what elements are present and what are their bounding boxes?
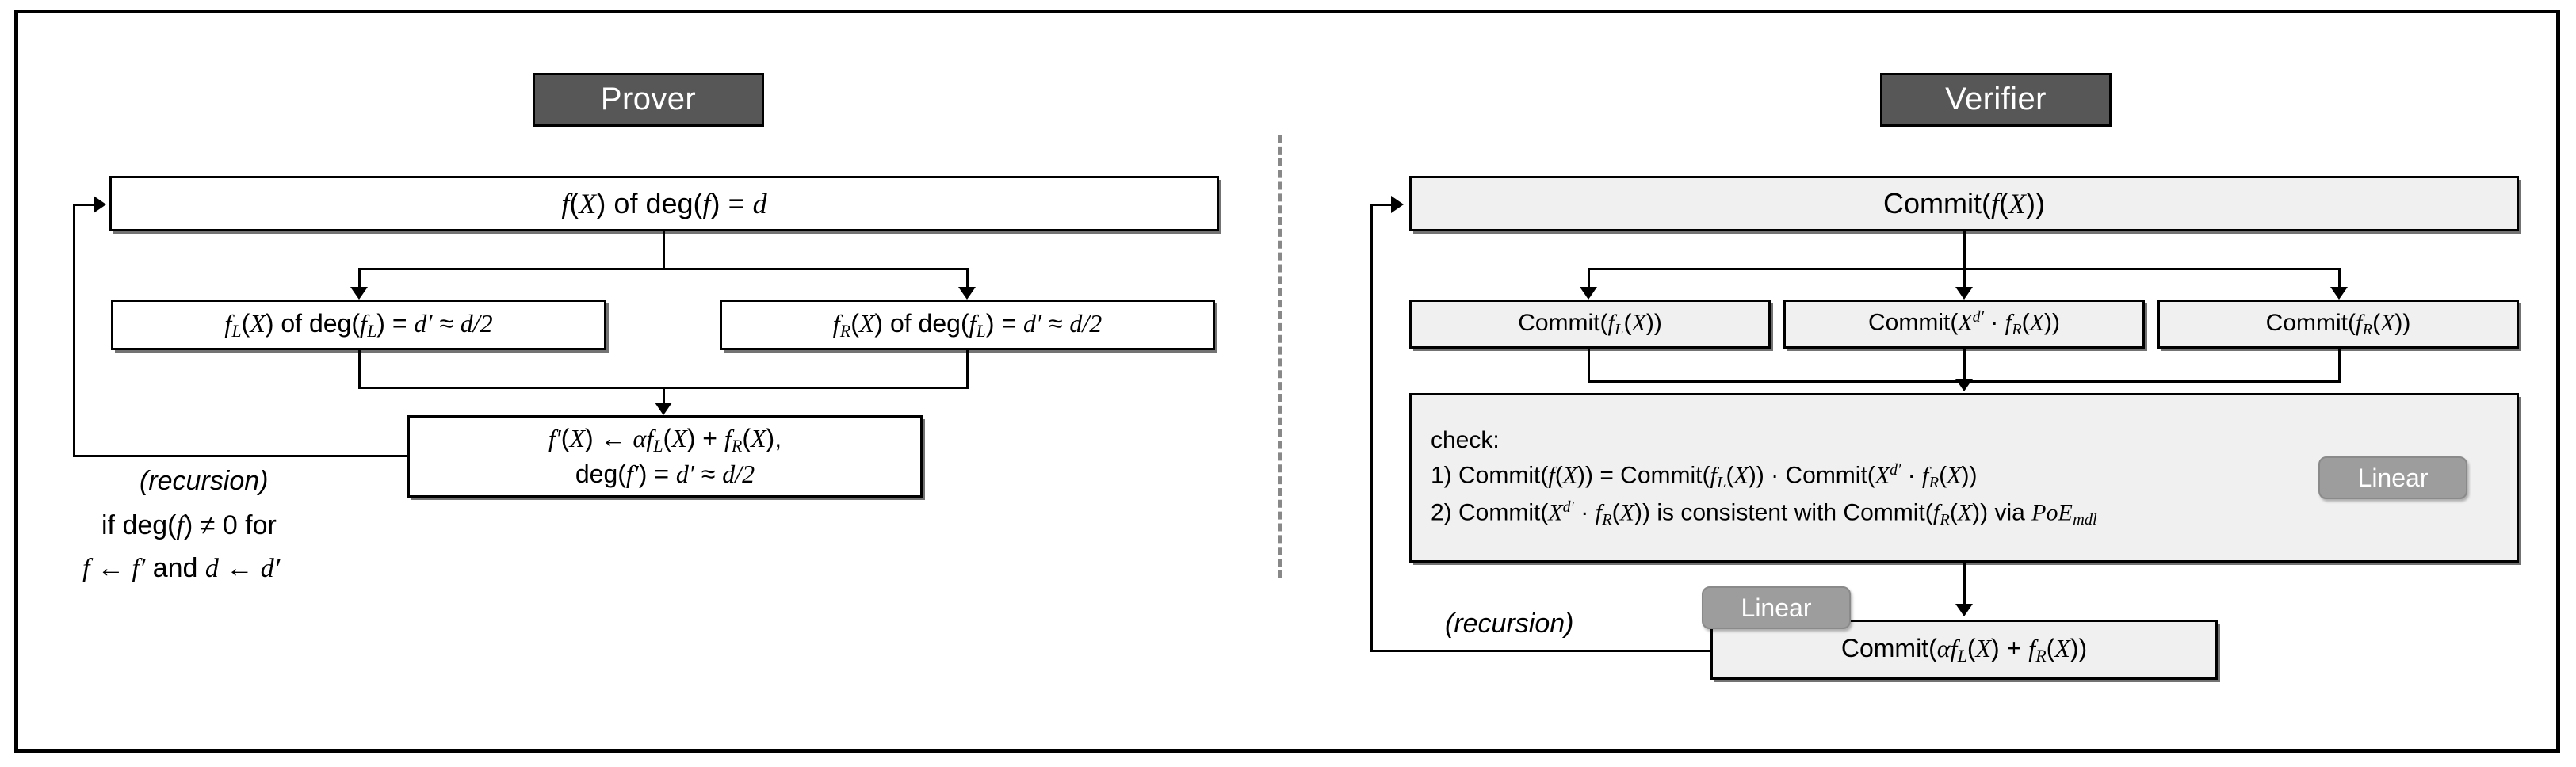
prover-combine-line1: f′(X) ← αfL(X) + fR(X), xyxy=(548,424,782,456)
verifier-commit-left-box: Commit(fL(X)) xyxy=(1409,300,1771,349)
prover-left-merge-stem xyxy=(358,350,361,388)
verifier-root-stem xyxy=(1963,231,1966,269)
prover-left-box: fL(X) of deg(fL) = d′ ≈ d/2 xyxy=(111,300,606,350)
verifier-commit-right-label: Commit(fR(X)) xyxy=(2265,309,2411,339)
prover-root-stem xyxy=(663,231,665,269)
verifier-commit-right-box: Commit(fR(X)) xyxy=(2157,300,2519,349)
verifier-check-title: check: xyxy=(1431,426,1500,453)
verifier-result-arrowhead xyxy=(1955,604,1973,616)
prover-header-label: Prover xyxy=(600,82,697,117)
verifier-root-box: Commit(f(X)) xyxy=(1409,176,2519,231)
verifier-commit-right-merge xyxy=(2338,349,2341,382)
verifier-split-mid-drop xyxy=(1963,268,1966,288)
prover-merge-drop xyxy=(663,387,665,406)
prover-recursion-line1: if deg(f) ≠ 0 for xyxy=(101,510,277,540)
prover-recursion-v xyxy=(73,204,75,457)
prover-recursion-label: (recursion) xyxy=(140,466,269,496)
prover-recursion-arrowhead xyxy=(94,196,106,213)
verifier-mid-arrowhead xyxy=(1955,287,1973,300)
verifier-check-arrowhead xyxy=(1955,379,1973,391)
prover-right-merge-stem xyxy=(966,350,969,388)
prover-left-drop xyxy=(358,268,361,288)
verifier-header-label: Verifier xyxy=(1945,82,2047,117)
linear-badge-result: Linear xyxy=(1702,586,1851,629)
verifier-check-item-2: 2) Commit(Xd′ · fR(X)) is consistent wit… xyxy=(1431,498,2097,529)
verifier-recursion-v xyxy=(1370,204,1373,652)
verifier-recursion-h-out xyxy=(1370,650,1713,652)
verifier-right-arrowhead xyxy=(2330,287,2348,300)
linear-badge-result-label: Linear xyxy=(1741,593,1812,622)
prover-merge-arrowhead xyxy=(655,403,672,415)
verifier-result-box: Commit(αfL(X) + fR(X)) xyxy=(1710,620,2218,680)
prover-recursion-h-in xyxy=(73,204,95,206)
verifier-recursion-h-in xyxy=(1370,204,1393,206)
prover-right-drop xyxy=(966,268,969,288)
verifier-header-box: Verifier xyxy=(1880,73,2112,127)
prover-right-arrowhead xyxy=(958,287,976,300)
verifier-recursion-label: (recursion) xyxy=(1445,609,1574,639)
prover-recursion-line2: f ← f′ and d ← d′ xyxy=(82,553,281,583)
prover-right-label: fR(X) of deg(fL) = d′ ≈ d/2 xyxy=(832,308,1103,341)
prover-recursion-h-out xyxy=(73,455,409,457)
prover-right-box: fR(X) of deg(fL) = d′ ≈ d/2 xyxy=(720,300,1215,350)
verifier-split-right-drop xyxy=(2338,268,2341,288)
prover-split-bar xyxy=(358,268,969,270)
verifier-result-stem xyxy=(1963,563,1966,607)
prover-combine-line2: deg(f′) = d′ ≈ d/2 xyxy=(575,459,755,488)
prover-left-arrowhead xyxy=(350,287,368,300)
prover-header-box: Prover xyxy=(533,73,764,127)
verifier-merge-drop xyxy=(1963,349,1966,380)
linear-badge-check-label: Linear xyxy=(2357,463,2429,492)
prover-combine-box: f′(X) ← αfL(X) + fR(X), deg(f′) = d′ ≈ d… xyxy=(407,415,923,498)
verifier-commit-middle-box: Commit(Xd′ · fR(X)) xyxy=(1783,300,2145,349)
verifier-check-box: check: 1) Commit(f(X)) = Commit(fL(X)) ·… xyxy=(1409,393,2519,563)
verifier-root-label: Commit(f(X)) xyxy=(1883,186,2045,219)
verifier-left-arrowhead xyxy=(1580,287,1597,300)
verifier-recursion-arrowhead xyxy=(1391,196,1404,213)
verifier-commit-left-merge xyxy=(1588,349,1590,382)
verifier-commit-middle-label: Commit(Xd′ · fR(X)) xyxy=(1868,308,2060,339)
verifier-check-item-1: 1) Commit(f(X)) = Commit(fL(X)) · Commit… xyxy=(1431,461,1978,492)
verifier-split-left-drop xyxy=(1588,268,1590,288)
verifier-commit-left-label: Commit(fL(X)) xyxy=(1518,309,1662,339)
prover-left-label: fL(X) of deg(fL) = d′ ≈ d/2 xyxy=(224,308,493,341)
prover-verifier-divider xyxy=(1278,135,1282,578)
prover-root-box: f(X) of deg(f) = d xyxy=(109,176,1219,231)
verifier-result-label: Commit(αfL(X) + fR(X)) xyxy=(1840,633,2088,666)
prover-root-label: f(X) of deg(f) = d xyxy=(561,186,767,219)
linear-badge-check: Linear xyxy=(2318,456,2467,499)
